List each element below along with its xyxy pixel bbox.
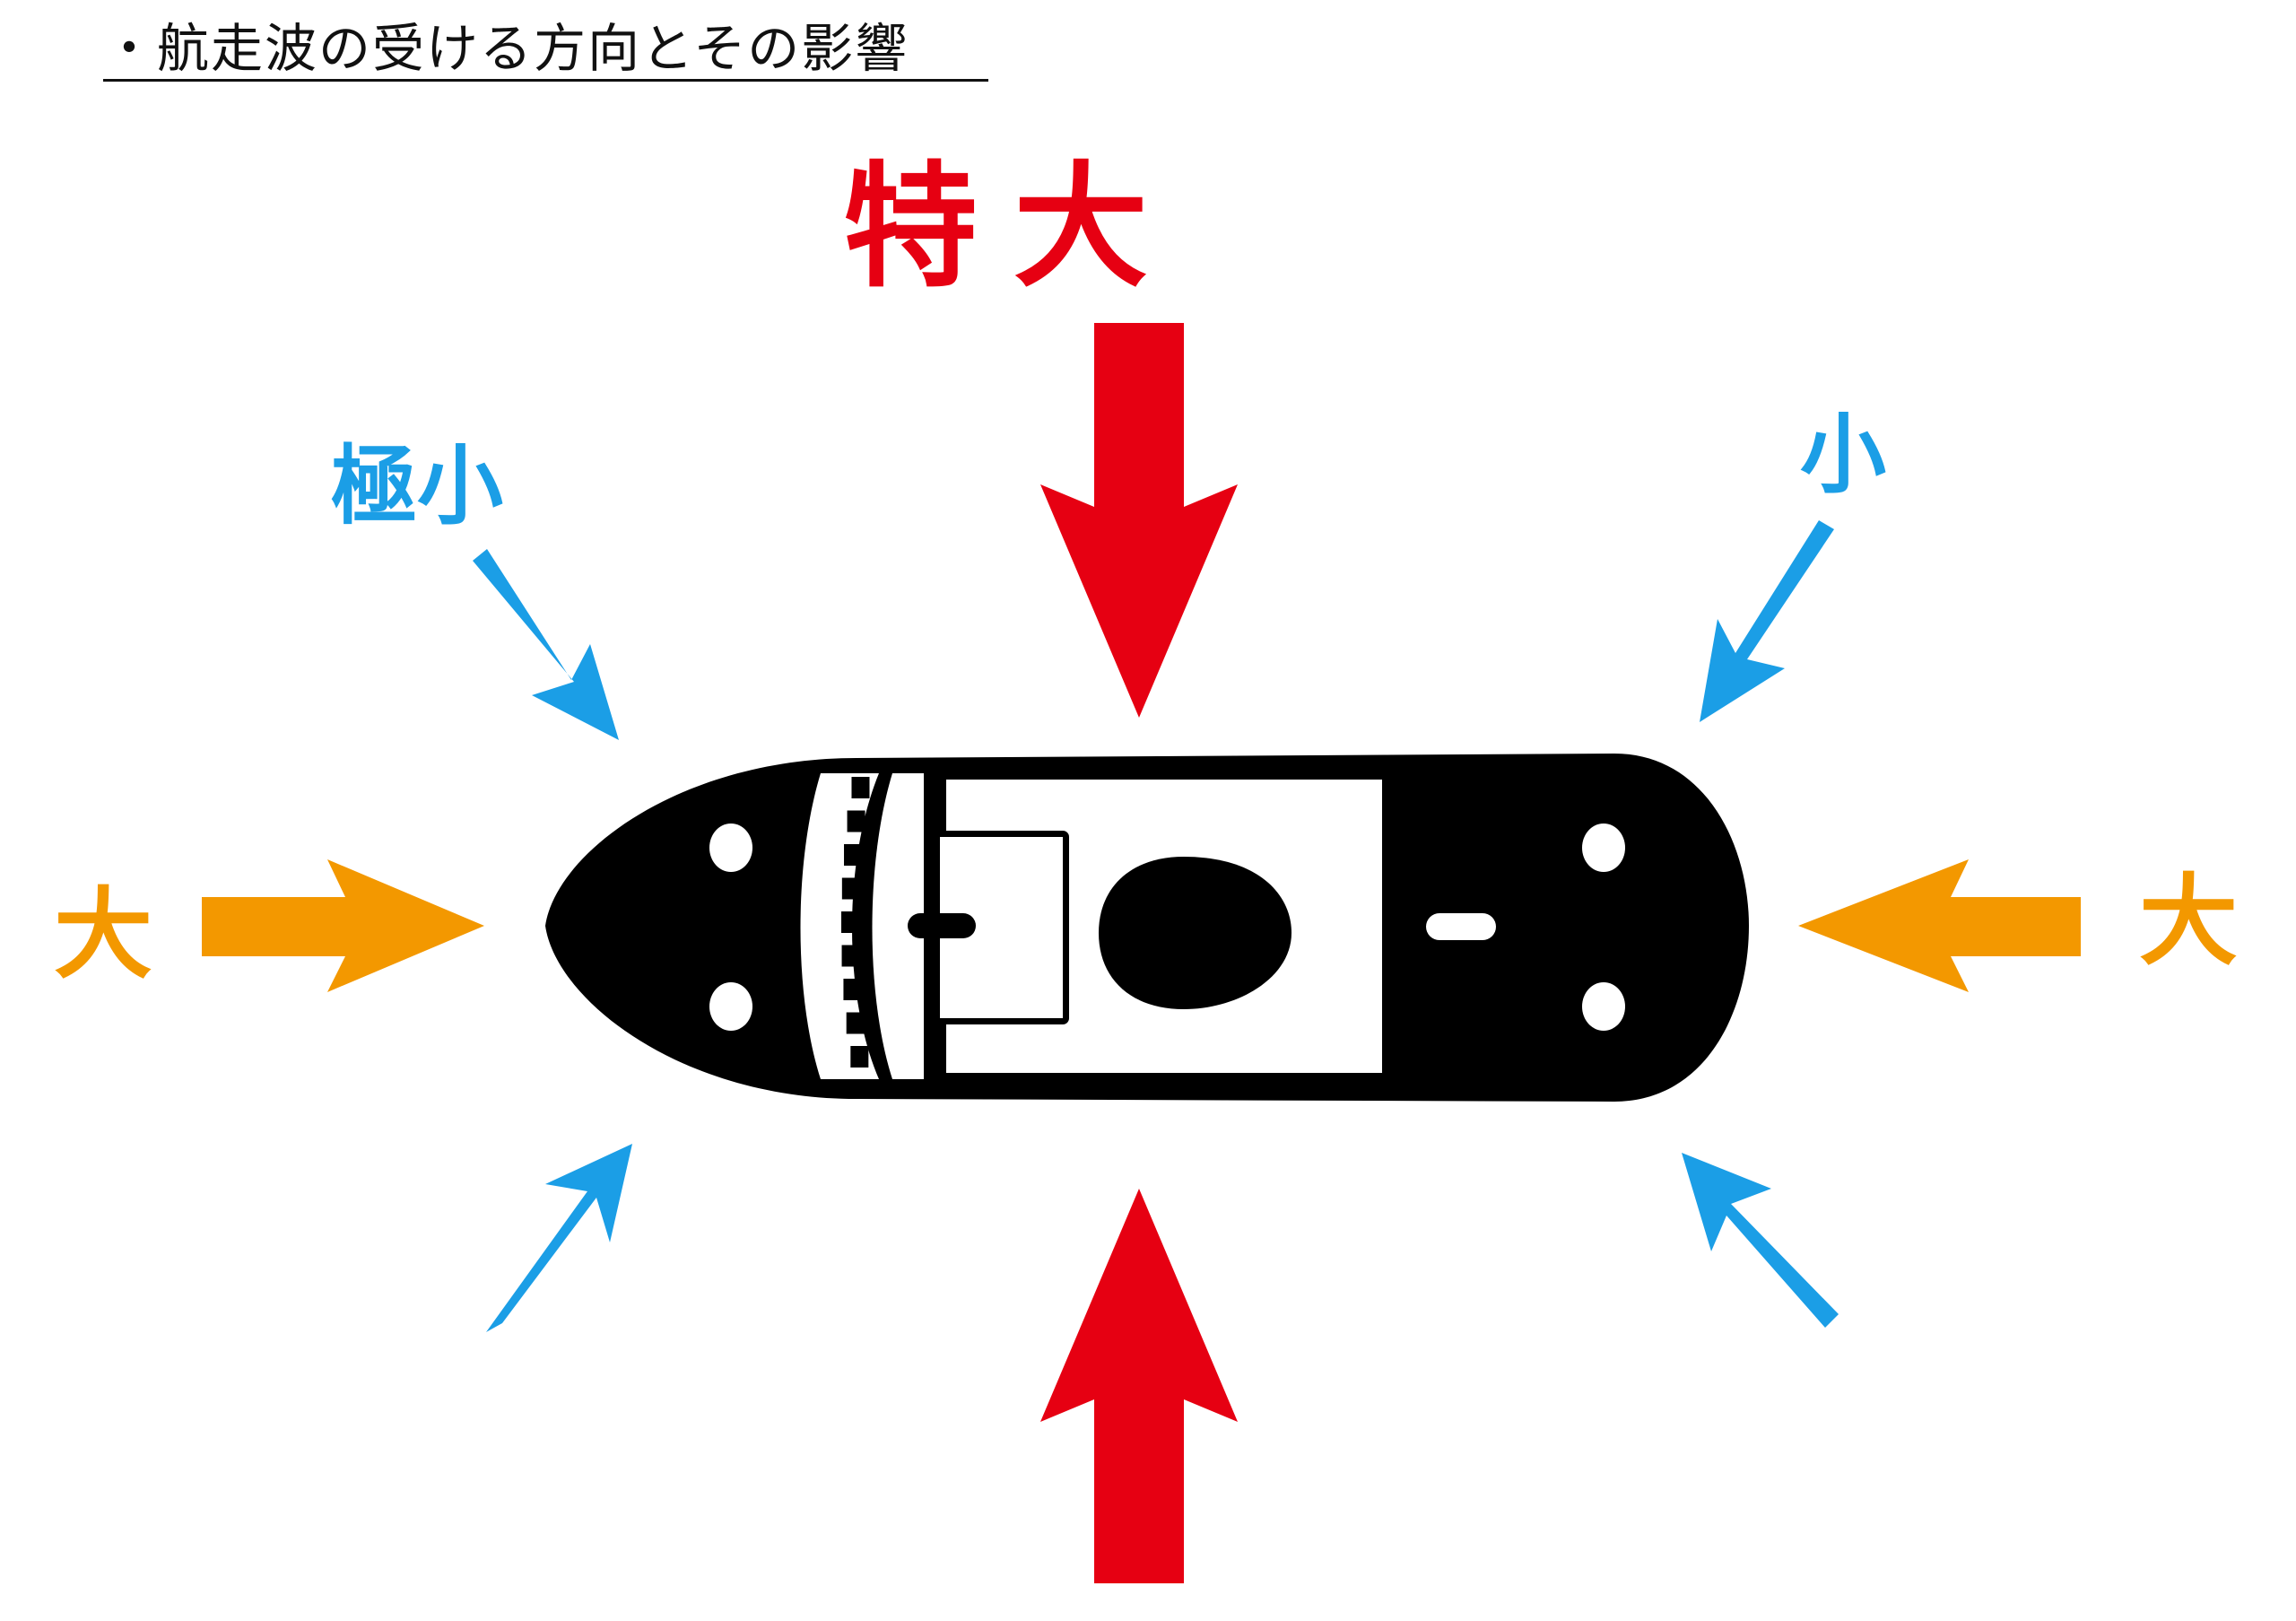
porthole-bow-upper: [709, 824, 752, 872]
label-right: 大: [2139, 864, 2238, 979]
bow-rail-dash: [841, 877, 860, 900]
bow-rail: [800, 773, 879, 1079]
bow-rail-dashes: [841, 777, 870, 1068]
cabin-dome: [1099, 857, 1292, 1009]
bow-rail-dash: [851, 777, 870, 798]
deck-recess: [940, 837, 1063, 1018]
page-title: ・航走波の受ける方向とその影響: [103, 18, 909, 79]
arrow-rear-right-blue: [1682, 1153, 1839, 1328]
bow-rail-inner: [872, 773, 924, 1079]
bow-rail-dash: [841, 945, 860, 967]
bow-rail-dash: [850, 1046, 869, 1068]
label-front: 特大: [843, 150, 1184, 306]
label-front-left: 極小: [331, 436, 503, 536]
title-underline: [103, 79, 988, 82]
arrow-front-left-blue: [473, 549, 619, 740]
slot-stern: [1426, 913, 1496, 940]
label-front-right: 小: [1800, 405, 1886, 505]
bow-rail-dash: [841, 911, 860, 933]
arrow-right-orange: [1798, 859, 2081, 992]
arrow-front-right-blue: [1700, 520, 1834, 722]
porthole-stern-upper: [1582, 824, 1625, 872]
porthole-bow-lower: [709, 982, 752, 1031]
bow-rail-dash: [846, 1012, 865, 1034]
arrow-rear-left-blue: [486, 1144, 632, 1332]
arrow-left-orange: [202, 859, 484, 992]
bow-rail-dash: [844, 844, 863, 866]
arrow-rear-red: [1040, 1189, 1238, 1583]
bow-rail-dash: [843, 979, 862, 1000]
label-left: 大: [54, 877, 152, 992]
arrow-front-red: [1040, 323, 1238, 718]
slot-bow: [908, 913, 976, 938]
porthole-stern-lower: [1582, 982, 1625, 1031]
bow-rail-dash: [847, 810, 865, 832]
